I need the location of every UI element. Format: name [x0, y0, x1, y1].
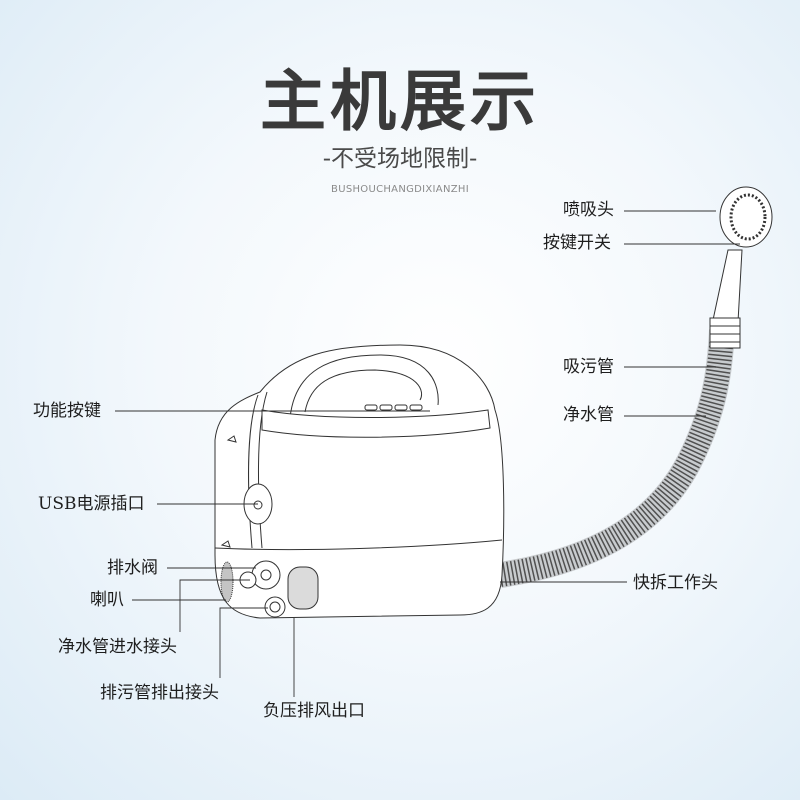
drain-valve	[251, 560, 281, 590]
label-clean-water-hose: 净水管	[563, 405, 614, 425]
label-usb-port: USB电源插口	[38, 494, 145, 514]
label-spray-head: 喷吸头	[563, 200, 614, 220]
label-speaker: 喇叭	[90, 590, 124, 610]
label-function-keys: 功能按键	[33, 401, 101, 421]
label-key-switch: 按键开关	[543, 233, 611, 253]
speaker-grille	[220, 561, 234, 603]
spray-handle	[712, 249, 743, 323]
sewage-outlet	[264, 596, 286, 618]
function-keys	[364, 404, 423, 411]
pinyin-caption: BUSHOUCHANGDIXIANZHI	[331, 184, 469, 195]
page-title: 主机展示	[260, 63, 540, 140]
label-clean-water-inlet: 净水管进水接头	[58, 637, 177, 657]
label-drain-valve: 排水阀	[107, 558, 158, 578]
exhaust-grille	[287, 566, 319, 610]
label-exhaust-outlet: 负压排风出口	[263, 701, 365, 721]
label-sewage-outlet: 排污管排出接头	[100, 683, 219, 703]
page-subtitle: -不受场地限制-	[322, 146, 478, 172]
label-quick-release-head: 快拆工作头	[633, 573, 718, 593]
label-suction-hose: 吸污管	[563, 357, 614, 377]
